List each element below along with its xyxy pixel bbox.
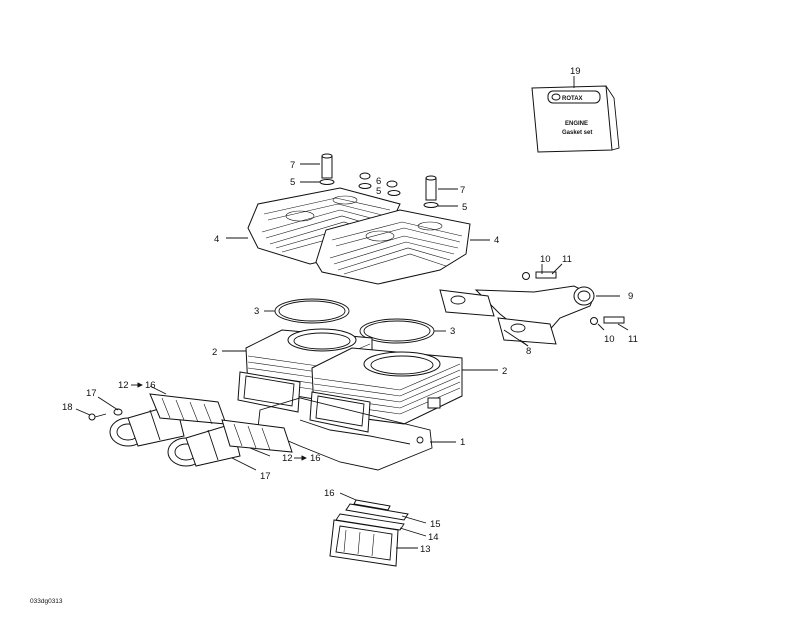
callout-2-left: 2 — [212, 347, 217, 358]
callout-labels: 19 7 5 6 5 7 5 4 4 10 11 9 3 3 10 11 8 2… — [62, 66, 638, 555]
callout-16-top: 16 — [145, 380, 156, 391]
callout-1: 1 — [460, 437, 465, 448]
reed-valve-block-right — [221, 419, 293, 453]
callout-12-bottom: 12 — [282, 453, 293, 464]
callout-16-lower: 16 — [324, 488, 335, 499]
callout-2-right: 2 — [502, 366, 507, 377]
callout-10-bottom: 10 — [604, 334, 615, 345]
callout-7-right: 7 — [460, 185, 465, 196]
rotax-logo-icon — [551, 93, 561, 101]
callout-3-left: 3 — [254, 306, 259, 317]
callout-6: 6 — [376, 176, 381, 187]
callout-18: 18 — [62, 402, 73, 413]
callout-17-bottom: 17 — [260, 471, 271, 482]
figure-code: 033dg0313 — [30, 598, 63, 605]
booklet-brand: ROTAX — [562, 96, 583, 102]
callout-15: 15 — [430, 519, 441, 530]
bolt-18 — [88, 413, 107, 421]
reed-valve-exploded — [329, 499, 409, 567]
gasket-set-booklet: ROTAX ENGINE Gasket set — [531, 85, 620, 153]
callout-8: 8 — [526, 346, 531, 357]
callout-4-right: 4 — [494, 235, 499, 246]
booklet-line1: ENGINE — [565, 121, 588, 127]
callout-9: 9 — [628, 291, 633, 302]
callout-13: 13 — [420, 544, 431, 555]
callout-5-center: 5 — [376, 186, 381, 197]
booklet-line2: Gasket set — [562, 130, 592, 136]
callout-5-right: 5 — [462, 202, 467, 213]
leader-lines — [75, 76, 629, 549]
callout-16-bottom: 16 — [310, 453, 321, 464]
callout-12-top: 12 — [118, 380, 129, 391]
cylinder-head-studs — [319, 153, 439, 208]
exhaust-manifold — [439, 271, 625, 345]
cylinder-head-right — [315, 209, 471, 285]
callout-5-left: 5 — [290, 177, 295, 188]
callout-14: 14 — [428, 532, 439, 543]
cylinder-right — [309, 347, 463, 433]
callout-4-left: 4 — [214, 234, 219, 245]
callout-10-top: 10 — [540, 254, 551, 265]
callout-17-top: 17 — [86, 388, 97, 399]
callout-11-bottom: 11 — [628, 334, 638, 345]
callout-19: 19 — [570, 66, 581, 77]
callout-3-right: 3 — [450, 326, 455, 337]
callout-7-left: 7 — [290, 160, 295, 171]
callout-11-top: 11 — [562, 254, 572, 265]
